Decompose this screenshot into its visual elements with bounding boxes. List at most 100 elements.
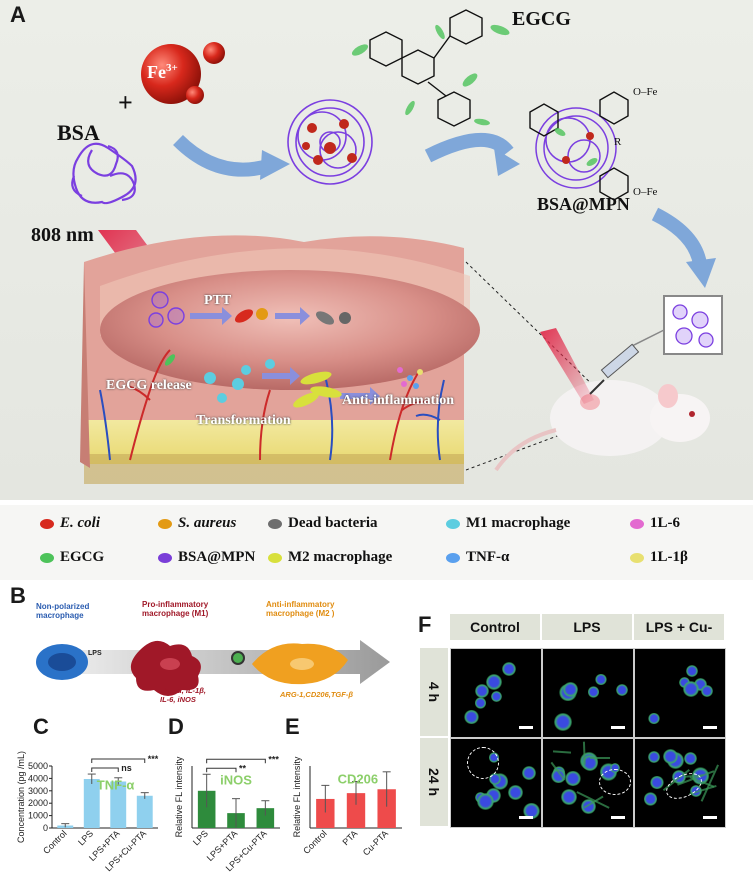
legend-label: 1L-1β	[650, 549, 688, 565]
legend-swatch	[630, 518, 644, 529]
non-polarized-label: Non-polarized macrophage	[36, 602, 90, 620]
legend-item: S. aureus	[158, 515, 236, 532]
microscopy-image	[450, 648, 542, 738]
stained-cell	[554, 713, 573, 732]
scale-bar	[519, 816, 533, 819]
legend-swatch	[40, 518, 54, 529]
stained-cell	[565, 770, 581, 787]
bar	[136, 795, 153, 828]
x-tick-label: Cu-PTA	[361, 828, 390, 857]
stained-cell	[648, 751, 660, 763]
bsa-mpn-particle	[535, 107, 617, 189]
anti-inflammatory-label: Anti-inflammatory macrophage (M2 )	[266, 600, 335, 618]
stained-cell	[522, 802, 540, 820]
m2-markers-label: ARG-1,CD206,TGF-β	[280, 690, 353, 699]
panel-d-letter: D	[168, 714, 184, 739]
stained-cell	[561, 789, 577, 805]
flow-arrow-1	[173, 134, 270, 177]
legend-label: E. coli	[60, 515, 100, 531]
microscopy-image	[634, 738, 726, 828]
scale-bar	[703, 726, 717, 729]
bar	[346, 793, 366, 828]
panel-e-letter: E	[285, 714, 300, 739]
y-tick-label: 5000	[28, 761, 48, 771]
chart-title: iNOS	[220, 773, 252, 788]
stained-cell	[648, 712, 661, 725]
row-header: 24 h	[420, 738, 448, 826]
bar	[256, 808, 275, 828]
stained-cell	[522, 766, 536, 780]
significance-label: ns	[121, 763, 132, 773]
legend-swatch	[268, 518, 282, 529]
skin-tissue-block	[80, 235, 480, 484]
stained-cell	[464, 709, 479, 725]
stained-cell	[595, 673, 607, 686]
stained-cell	[701, 685, 714, 698]
stained-cell	[684, 752, 698, 766]
scale-bar	[611, 726, 625, 729]
legend-swatch	[268, 552, 282, 563]
column-header: LPS + Cu-PTA	[634, 614, 724, 661]
stained-cell	[563, 682, 578, 697]
laser-beam-mouse	[540, 328, 594, 404]
chart-d-inos: Relative FL intensityLPSLPS+PTALPS+Cu-PT…	[174, 754, 280, 873]
bsa-mpn-particles-on-skin	[148, 291, 185, 328]
fe-ion-sphere	[141, 44, 201, 104]
legend-label: M2 macrophage	[288, 549, 393, 565]
stained-cell	[663, 748, 678, 764]
column-header: Control	[450, 614, 540, 640]
plus-sign: +	[118, 88, 133, 117]
stained-cell	[486, 674, 503, 691]
r-group-label: R	[614, 136, 622, 148]
y-tick-label: 2000	[28, 798, 48, 808]
significance-bracket	[91, 767, 119, 773]
panel-c-letter: C	[33, 714, 49, 739]
significance-label: **	[239, 763, 247, 773]
y-tick-label: 1000	[28, 811, 48, 821]
legend-label: 1L-6	[650, 515, 680, 531]
microscopy-image	[450, 738, 542, 828]
y-axis-label: Concentration (pg /mL)	[16, 751, 26, 843]
o-fe-label-1: O–Fe	[633, 86, 658, 98]
chart-title: CD206	[338, 771, 378, 786]
m1-markers-label: TNF-α, IL-1β, IL-6, iNOS	[160, 686, 206, 704]
row-header: 4 h	[420, 648, 448, 736]
bar	[110, 781, 127, 828]
panel-a-letter: A	[10, 2, 26, 27]
cytokine-dots	[397, 367, 423, 389]
microscopy-image	[634, 648, 726, 738]
egcg-release-label: EGCG release	[106, 378, 192, 393]
egcg-molecule	[369, 9, 483, 127]
legend-swatch	[630, 552, 644, 563]
legend-label: TNF-α	[466, 549, 510, 565]
significance-bracket	[91, 758, 146, 764]
fe-core-dots	[302, 119, 357, 165]
legend-swatch	[40, 552, 54, 563]
anti-inflammation-label: Anti-inflammation	[342, 393, 454, 408]
y-tick-label: 0	[43, 823, 48, 833]
o-fe-label-2: O–Fe	[633, 186, 658, 198]
x-tick-label: LPS	[76, 828, 95, 847]
legend-item: 1L-6	[630, 515, 680, 532]
ptt-label: PTT	[204, 293, 232, 308]
legend-label: BSA@MPN	[178, 549, 256, 565]
significance-label: ***	[148, 754, 159, 764]
row-header-label: 24 h	[426, 767, 442, 797]
transformation-label: Transformation	[196, 413, 291, 428]
stained-cell	[616, 683, 628, 696]
legend-item: M2 macrophage	[268, 549, 392, 566]
chart-title: TNF-α	[97, 778, 135, 793]
bar	[316, 798, 335, 828]
bar	[197, 790, 216, 828]
stained-cell	[474, 697, 486, 709]
bsa-protein-icon	[71, 142, 137, 205]
fe-ion-sphere-small	[203, 42, 225, 64]
bsa-fe-nanoparticle	[287, 99, 373, 185]
blood-vessels-red	[127, 349, 429, 461]
stained-cell	[502, 661, 517, 676]
legend-swatch	[446, 552, 460, 563]
stained-cell	[587, 686, 600, 698]
mouse-illustration	[494, 380, 710, 472]
